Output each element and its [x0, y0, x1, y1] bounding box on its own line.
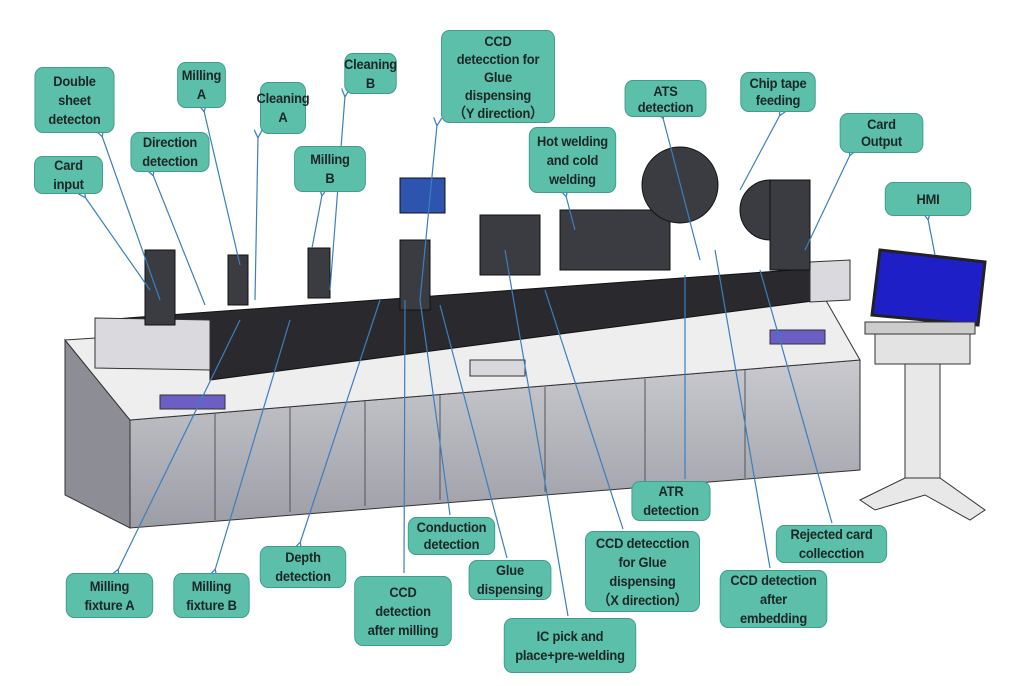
hmi-terminal	[858, 248, 987, 521]
label-hot-cold-welding: Hot welding and cold welding	[528, 127, 617, 193]
label-cleaning-b: Cleaning B	[344, 53, 397, 94]
label-ccd-glue-y: CCD detecction for Glue dispensing （Y di…	[440, 30, 556, 123]
label-double-sheet-detection: Double sheet detecton	[34, 67, 115, 133]
label-glue-dispensing: Glue dispensing	[468, 560, 552, 600]
label-ats-detection: ATS detection	[624, 80, 707, 117]
label-ccd-after-embedding: CCD detection after embedding	[719, 570, 828, 628]
label-depth-detection: Depth detection	[259, 546, 347, 588]
label-ic-pick-place: IC pick and place+pre-welding	[503, 618, 637, 673]
label-rejected-card-collection: Rejected card collecction	[775, 525, 888, 563]
label-milling-a: Milling A	[177, 62, 226, 108]
leader-lines	[85, 96, 936, 617]
label-cleaning-a: Cleaning A	[257, 82, 310, 134]
label-ccd-glue-x: CCD detecction for Glue dispensing （X di…	[585, 531, 700, 612]
label-milling-b: Milling B	[294, 146, 366, 192]
label-milling-fixture-b: Milling fixture B	[173, 573, 250, 618]
label-hmi: HMI	[884, 182, 972, 216]
label-card-input: Card input	[34, 156, 103, 194]
label-milling-fixture-a: Milling fixture A	[65, 573, 154, 618]
label-ccd-after-milling: CCD detection after milling	[354, 576, 452, 646]
label-direction-detection: Direction detection	[130, 132, 210, 172]
label-atr-detection: ATR detection	[631, 481, 711, 521]
label-conduction-detection: Conduction detection	[407, 517, 496, 555]
machine-body	[64, 146, 987, 529]
label-card-output: Card Output	[839, 113, 924, 153]
label-chip-tape-feeding: Chip tape feeding	[740, 72, 816, 112]
